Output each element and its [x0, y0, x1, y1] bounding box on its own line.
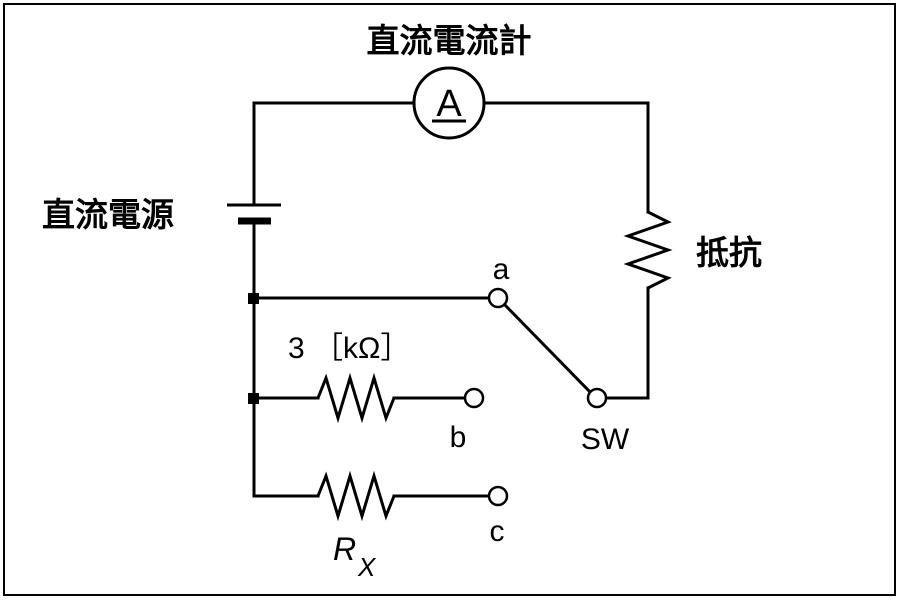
terminal-c [487, 485, 509, 507]
ammeter-label: 直流電流計 [367, 21, 532, 60]
terminal-sw [586, 387, 608, 409]
terminal-b-label: b [450, 421, 467, 454]
unknown-resistor-zigzag [316, 470, 396, 522]
frame-border [3, 3, 896, 596]
switch-lever [499, 299, 595, 397]
terminal-a-label: a [493, 253, 510, 286]
unknown-resistor-symbol: R [333, 531, 356, 567]
unknown-resistor-subscript: X [357, 552, 377, 582]
switch-label: SW [581, 423, 630, 456]
known-resistor-zigzag [316, 372, 396, 424]
unknown-resistor-label: R X [333, 531, 377, 582]
terminal-c-label: c [490, 515, 505, 548]
ammeter: A [412, 66, 486, 140]
power-source-label: 直流電源 [42, 195, 174, 234]
terminal-a [487, 287, 509, 309]
ammeter-symbol: A [436, 83, 462, 125]
resistor-label: 抵抗 [696, 233, 762, 272]
known-resistance-label: 3 ［kΩ］ [288, 332, 410, 365]
resistor-zigzag [623, 210, 673, 290]
terminal-b [463, 387, 485, 409]
